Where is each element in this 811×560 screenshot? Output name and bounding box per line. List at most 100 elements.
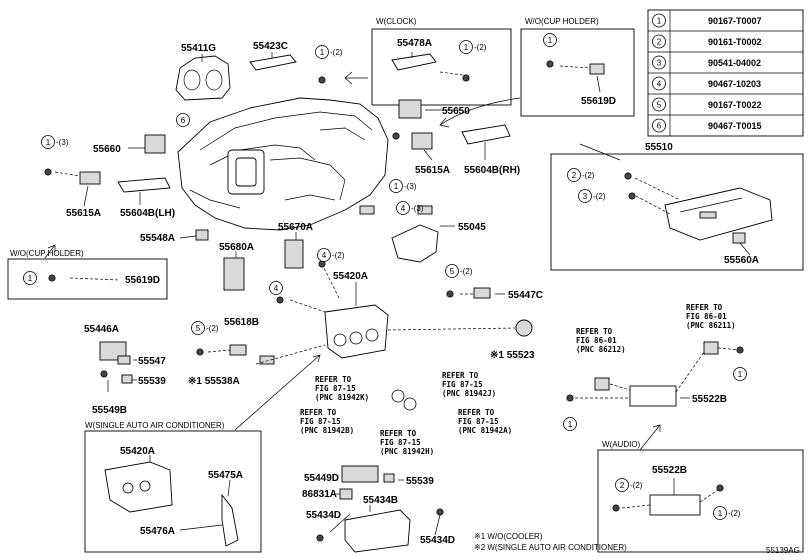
part-55650-shape [398, 99, 422, 119]
callout-number: 1 [568, 420, 573, 429]
part-label: ※1 55523 [490, 350, 535, 361]
part-label: 55660 [93, 144, 121, 155]
arrow-clock [344, 71, 368, 85]
qty-label: -(2) [330, 48, 343, 57]
refer-notes: REFER TO FIG 86-01 (PNC 86212) REFER TO … [300, 303, 736, 456]
glove-box [664, 187, 773, 241]
table-row-number: 5 [657, 101, 662, 110]
table-row-part: 90467-10203 [708, 79, 761, 89]
single-ac-panel [104, 461, 239, 547]
part-label: 55434D [306, 510, 341, 521]
part-55604b-rh-shape [461, 124, 511, 145]
footnote-2: ※2 W(SINGLE AUTO AIR CONDITIONER) [474, 543, 627, 552]
part-label: 55449D [304, 473, 339, 484]
callout-number: 5 [196, 324, 201, 333]
part-label: 86831A [302, 489, 337, 500]
qty-label: -(2) [206, 324, 219, 333]
part-55522b-audio-shape [649, 494, 701, 516]
wo-cup-holder-top-box [520, 28, 635, 117]
part-55449d-shape [341, 465, 379, 483]
part-label: 55548A [140, 233, 175, 244]
part-55434b-shape [344, 509, 411, 553]
part-55446a-shape [99, 341, 127, 361]
refer-note-81942j: REFER TO FIG 87-15 (PNC 81942J) [442, 371, 496, 398]
part-55538a-shape [259, 355, 275, 365]
part-55560a-shape [732, 232, 746, 244]
part-label: ※1 55538A [188, 376, 240, 387]
part-55670a-shape [284, 239, 304, 269]
callout-number: 1 [718, 509, 723, 518]
qty-label: -(2) [582, 171, 595, 180]
part-label: 55604B(RH) [464, 165, 520, 176]
callout-numbers: 1 1 1 1 6 1 2 3 4 4 1 5 4 5 1 1 2 1 [28, 36, 743, 518]
callout-number: 1 [738, 370, 743, 379]
center-cluster-55420a [324, 304, 389, 359]
callout-number: 4 [401, 204, 406, 213]
refer-note-86211: REFER TO FIG 86-01 (PNC 86211) [686, 303, 736, 330]
part-label: 55476A [140, 526, 175, 537]
wo-cup-holder-left-box [7, 258, 168, 300]
refer-note-81942b: REFER TO FIG 87-15 (PNC 81942B) [300, 408, 354, 435]
part-55522b-shape [629, 385, 677, 407]
caption-w-audio: W(AUDIO) [602, 440, 641, 449]
callout-number: 1 [548, 36, 553, 45]
part-55604b-lh-shape [117, 177, 171, 193]
clock-box [371, 28, 512, 106]
callout-number: 1 [46, 138, 51, 147]
qty-label: -(2) [593, 192, 606, 201]
part-55539-bottom-shape [383, 473, 395, 483]
arrow-left-cup [44, 244, 56, 259]
arrow-cupholder-top [439, 97, 521, 128]
part-55548a-shape [195, 229, 209, 241]
arrow-audio [639, 424, 661, 451]
table-row-part: 90167-T0022 [708, 100, 762, 110]
part-label: 55615A [415, 165, 450, 176]
part-86212-shape [594, 377, 610, 391]
quantity-labels: -(2) -(2) -(3) -(3) -(2) -(2) -(3) -(2) … [56, 43, 741, 518]
table-row-number: 4 [657, 80, 662, 89]
caption-w-clock: W(CLOCK) [376, 17, 417, 26]
part-label: 55619D [581, 96, 616, 107]
callout-number: 2 [572, 171, 577, 180]
part-55615a-left-shape [79, 171, 101, 185]
refer-note-81942k: REFER TO FIG 87-15 (PNC 81942K) [315, 375, 369, 402]
callout-number: 1 [28, 274, 33, 283]
table-row-part: 90541-04002 [708, 58, 761, 68]
qty-label: -(2) [474, 43, 487, 52]
part-label: 55680A [219, 242, 254, 253]
qty-label: -(3) [411, 204, 424, 213]
qty-label: -(3) [404, 182, 417, 191]
caption-single-ac: W(SINGLE AUTO AIR CONDITIONER) [85, 421, 225, 430]
glove-box-frame [550, 153, 804, 271]
part-label: 55447C [508, 290, 543, 301]
part-label: 55539 [138, 376, 166, 387]
table-row-number: 1 [657, 17, 662, 26]
part-label: 55522B [652, 465, 687, 476]
qty-label: -(2) [332, 251, 345, 260]
fastener-table: 1 2 3 4 5 6 90167-T0007 90161-T0002 9054… [652, 13, 762, 133]
callout-number: 4 [322, 251, 327, 260]
table-row-part: 90161-T0002 [708, 37, 762, 47]
leader-lines [83, 52, 751, 536]
part-label: 55650 [442, 106, 470, 117]
part-86831a-shape [339, 488, 353, 500]
part-label: 55420A [333, 271, 368, 282]
part-label: 55615A [66, 208, 101, 219]
part-label: 55475A [208, 470, 243, 481]
single-ac-box [84, 430, 262, 553]
part-label: 55670A [278, 222, 313, 233]
lower-panel-55045 [359, 205, 439, 263]
part-55619d-top-shape [589, 63, 605, 75]
diagram-id: 55139AG [766, 546, 800, 555]
qty-label: -(2) [460, 267, 473, 276]
part-label: 55619D [125, 275, 160, 286]
qty-label: -(3) [56, 138, 69, 147]
part-label: 55446A [84, 324, 119, 335]
callout-number: 1 [464, 43, 469, 52]
callout-number: 1 [320, 48, 325, 57]
caption-wo-cup-holder-top: W/O(CUP HOLDER) [525, 17, 599, 26]
callout-number: 1 [394, 182, 399, 191]
part-55618b-shape [229, 344, 247, 356]
part-label: 55522B [692, 394, 727, 405]
